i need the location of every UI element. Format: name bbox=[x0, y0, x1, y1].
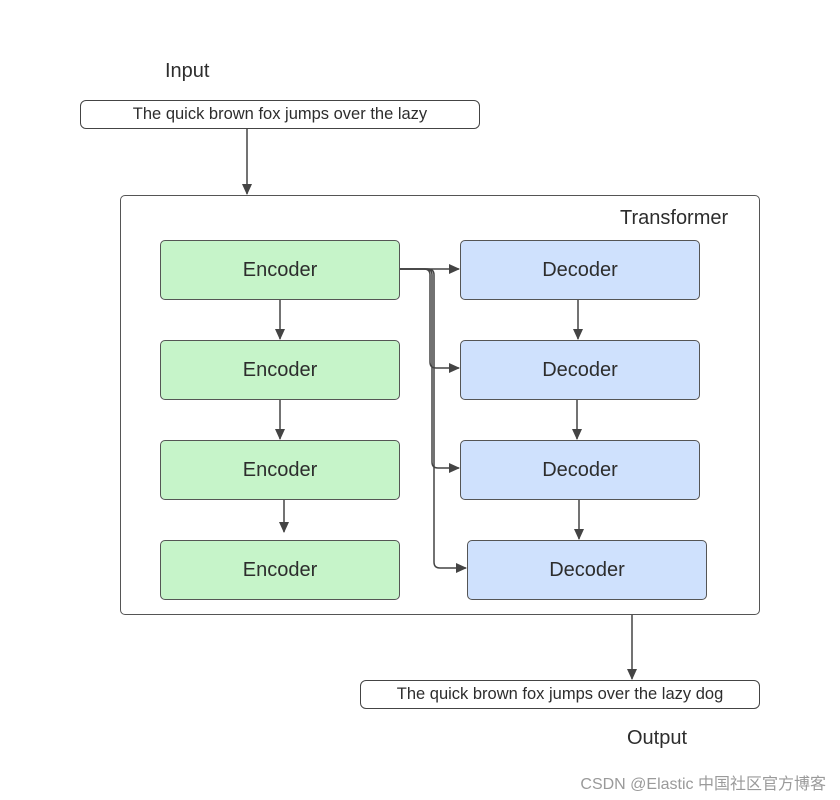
output-textbox: The quick brown fox jumps over the lazy … bbox=[360, 680, 760, 709]
input-textbox: The quick brown fox jumps over the lazy bbox=[80, 100, 480, 129]
encoder-block-1: Encoder bbox=[160, 240, 400, 300]
encoder-block-2: Encoder bbox=[160, 340, 400, 400]
transformer-label: Transformer bbox=[620, 207, 729, 229]
decoder-block-1: Decoder bbox=[460, 240, 700, 300]
decoder-block-2: Decoder bbox=[460, 340, 700, 400]
decoder-block-3: Decoder bbox=[460, 440, 700, 500]
watermark-text: CSDN @Elastic 中国社区官方博客 bbox=[580, 776, 826, 793]
encoder-block-3: Encoder bbox=[160, 440, 400, 500]
encoder-block-4: Encoder bbox=[160, 540, 400, 600]
decoder-block-4: Decoder bbox=[467, 540, 707, 600]
output-label: Output bbox=[627, 727, 688, 749]
input-label: Input bbox=[165, 60, 210, 82]
